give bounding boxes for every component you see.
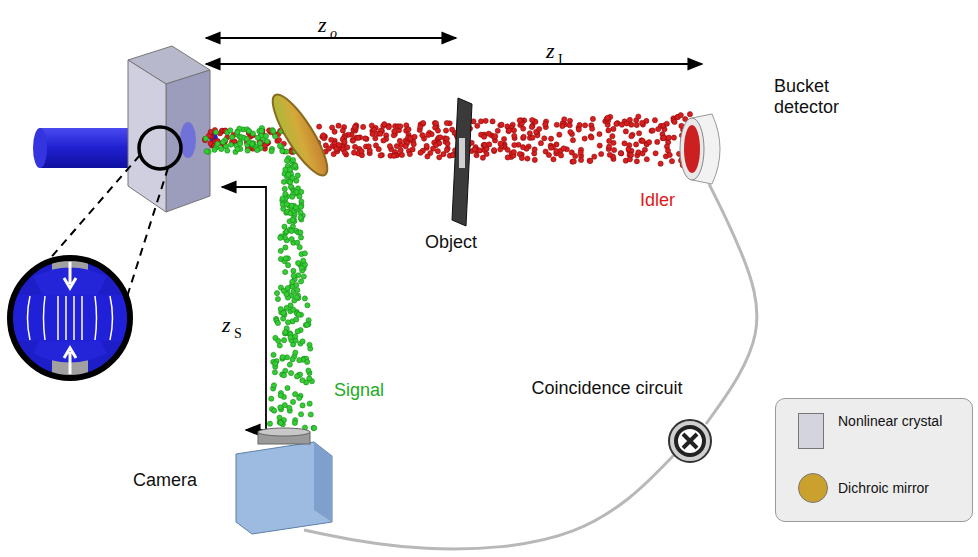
zoom-leader [126, 168, 168, 300]
legend-swatch [798, 473, 828, 503]
distance-symbol: I [558, 52, 563, 68]
signal-cable [304, 454, 675, 549]
distance-arrow [206, 63, 702, 65]
part-label: Camera [133, 470, 223, 491]
signal-cable [706, 184, 757, 424]
part-label: Object [425, 232, 505, 253]
crystal-side [166, 70, 210, 212]
distance-arrow [222, 187, 266, 430]
beam-label: Signal [334, 380, 384, 401]
part-label: Coincidence circuit [527, 378, 687, 399]
camera-box-shape [236, 442, 332, 534]
coincidence-circuit: Coincidence circuit [667, 418, 713, 464]
legend-text: Nonlinear crystal [838, 413, 968, 430]
photon-dots [202, 112, 692, 431]
pump-beam [40, 128, 140, 168]
object-slide: Object [452, 98, 472, 226]
inset-ring [10, 258, 130, 378]
crystal-glow [180, 122, 196, 158]
crystal-inset [8, 256, 132, 380]
legend-swatch [798, 413, 824, 449]
legend-item: Nonlinear crystal [788, 411, 968, 455]
distance-symbol: o [330, 26, 337, 42]
bucket-detector: Bucket detector [678, 110, 724, 188]
legend-text: Dichroic mirror [838, 480, 968, 497]
distance-symbol: z [222, 312, 231, 338]
crystal-front [128, 60, 166, 212]
beam-label: Idler [640, 190, 675, 211]
zoom-circle [139, 127, 181, 169]
legend-item: Dichroic mirror [788, 469, 968, 513]
pump-beam-end [33, 128, 47, 168]
legend-box: Nonlinear crystalDichroic mirror [775, 398, 973, 522]
distance-symbol: z [546, 38, 555, 64]
bucket-detector-shape [678, 110, 724, 188]
dichroic-mirror [264, 88, 336, 181]
distance-symbol: S [234, 326, 242, 342]
object-slide-shape [452, 98, 472, 226]
camera-box: Camera [236, 442, 332, 534]
distance-symbol: z [318, 12, 327, 38]
coincidence-circuit-shape [667, 418, 713, 464]
part-label: Bucket detector [774, 76, 854, 117]
